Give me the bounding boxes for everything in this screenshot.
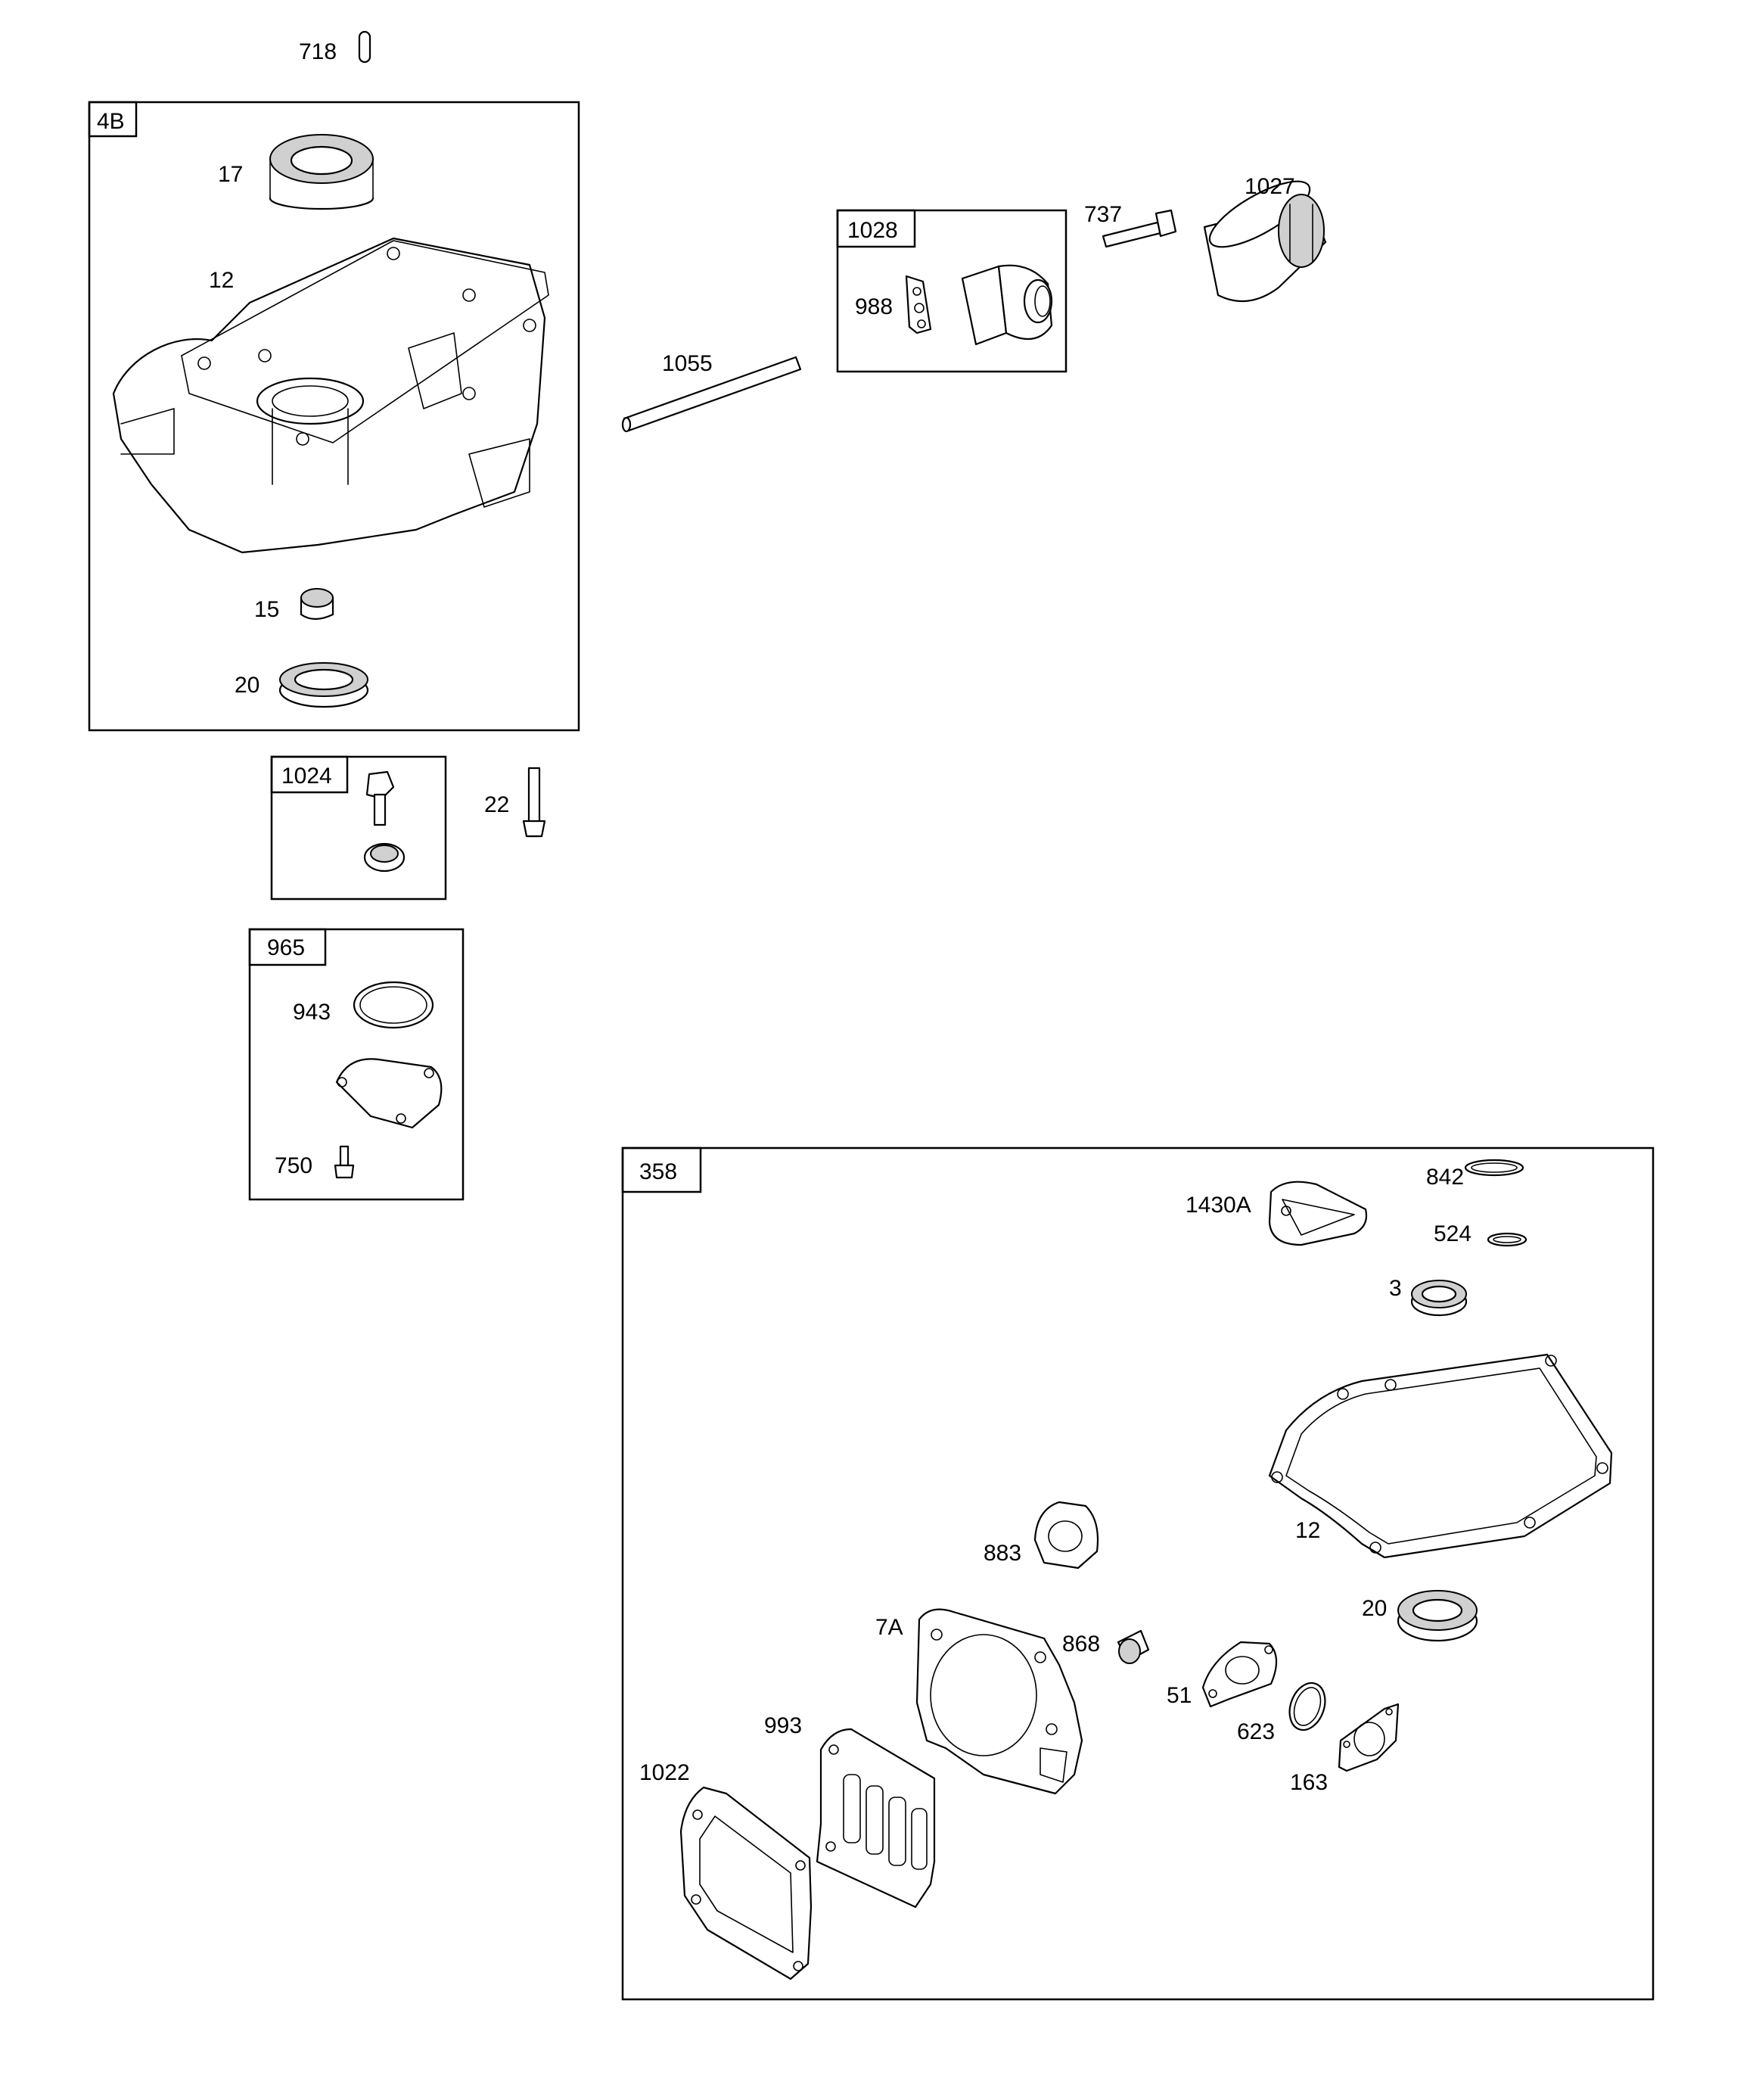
label-12: 12 — [209, 268, 234, 293]
group-1024-label: 1024 — [281, 764, 332, 789]
part-20b-oil-seal — [1397, 1590, 1478, 1642]
label-1027: 1027 — [1245, 174, 1295, 199]
label-883: 883 — [984, 1541, 1021, 1566]
part-1055-tube — [621, 356, 802, 433]
part-868-seal — [1117, 1629, 1150, 1664]
part-737-bolt — [1102, 209, 1177, 248]
label-943: 943 — [293, 1000, 331, 1025]
oil-pump-cover — [335, 1058, 443, 1129]
part-524-o-ring — [1487, 1232, 1527, 1247]
label-623: 623 — [1237, 1719, 1275, 1744]
part-12-sump-gasket — [1268, 1353, 1613, 1559]
label-1055: 1055 — [662, 351, 713, 376]
group-1024-frame: 1024 — [270, 755, 447, 901]
oil-filter-adapter — [961, 264, 1053, 346]
label-20b: 20 — [1362, 1596, 1387, 1621]
label-737: 737 — [1084, 202, 1122, 227]
group-4b-label: 4B — [97, 109, 125, 134]
part-7a-head-gasket — [915, 1608, 1083, 1795]
part-1022-gasket — [679, 1786, 813, 1980]
part-3-seal — [1410, 1280, 1468, 1317]
part-20-oil-seal — [278, 662, 369, 708]
group-965-label: 965 — [267, 935, 305, 960]
part-623-o-ring — [1288, 1682, 1326, 1731]
label-718: 718 — [299, 39, 337, 64]
group-4b-frame: 4B — [88, 101, 580, 732]
group-1028-frame: 1028 — [836, 209, 1068, 373]
label-988: 988 — [855, 294, 893, 319]
part-988-gasket — [905, 275, 932, 334]
part-750-screw — [334, 1145, 355, 1179]
part-12-crankcase-sump — [112, 237, 549, 554]
part-993-gasket — [816, 1728, 936, 1909]
label-3: 3 — [1389, 1276, 1402, 1301]
label-22: 22 — [484, 792, 509, 817]
group-358-label: 358 — [639, 1159, 677, 1184]
label-7a: 7A — [875, 1615, 903, 1640]
part-1027-oil-filter — [1203, 180, 1327, 303]
part-883-gasket — [1033, 1501, 1099, 1570]
label-20: 20 — [235, 673, 259, 698]
group-358-frame: 358 — [621, 1146, 1655, 2001]
part-842-o-ring — [1464, 1159, 1524, 1177]
part-22-screw — [522, 767, 546, 838]
label-750: 750 — [275, 1153, 312, 1178]
label-163: 163 — [1290, 1770, 1328, 1795]
group-1028-label: 1028 — [847, 218, 898, 243]
label-993: 993 — [764, 1713, 802, 1738]
label-15: 15 — [254, 597, 279, 622]
label-17: 17 — [218, 162, 243, 187]
group-965-frame: 965 — [248, 928, 465, 1201]
part-17-bearing — [269, 134, 374, 210]
part-718-pin — [358, 30, 371, 64]
label-12b: 12 — [1295, 1518, 1320, 1543]
label-1430a: 1430A — [1186, 1193, 1251, 1218]
label-524: 524 — [1434, 1221, 1472, 1246]
part-1430a-gasket — [1268, 1181, 1368, 1246]
part-15-plug — [300, 588, 334, 621]
label-842: 842 — [1426, 1165, 1464, 1190]
label-868: 868 — [1062, 1632, 1100, 1657]
oil-pump-rotor — [363, 770, 406, 873]
label-1022: 1022 — [639, 1760, 690, 1785]
part-51-gasket — [1201, 1641, 1278, 1708]
part-163-gasket — [1338, 1703, 1400, 1772]
part-943-o-ring — [353, 981, 434, 1029]
label-51: 51 — [1167, 1683, 1192, 1708]
